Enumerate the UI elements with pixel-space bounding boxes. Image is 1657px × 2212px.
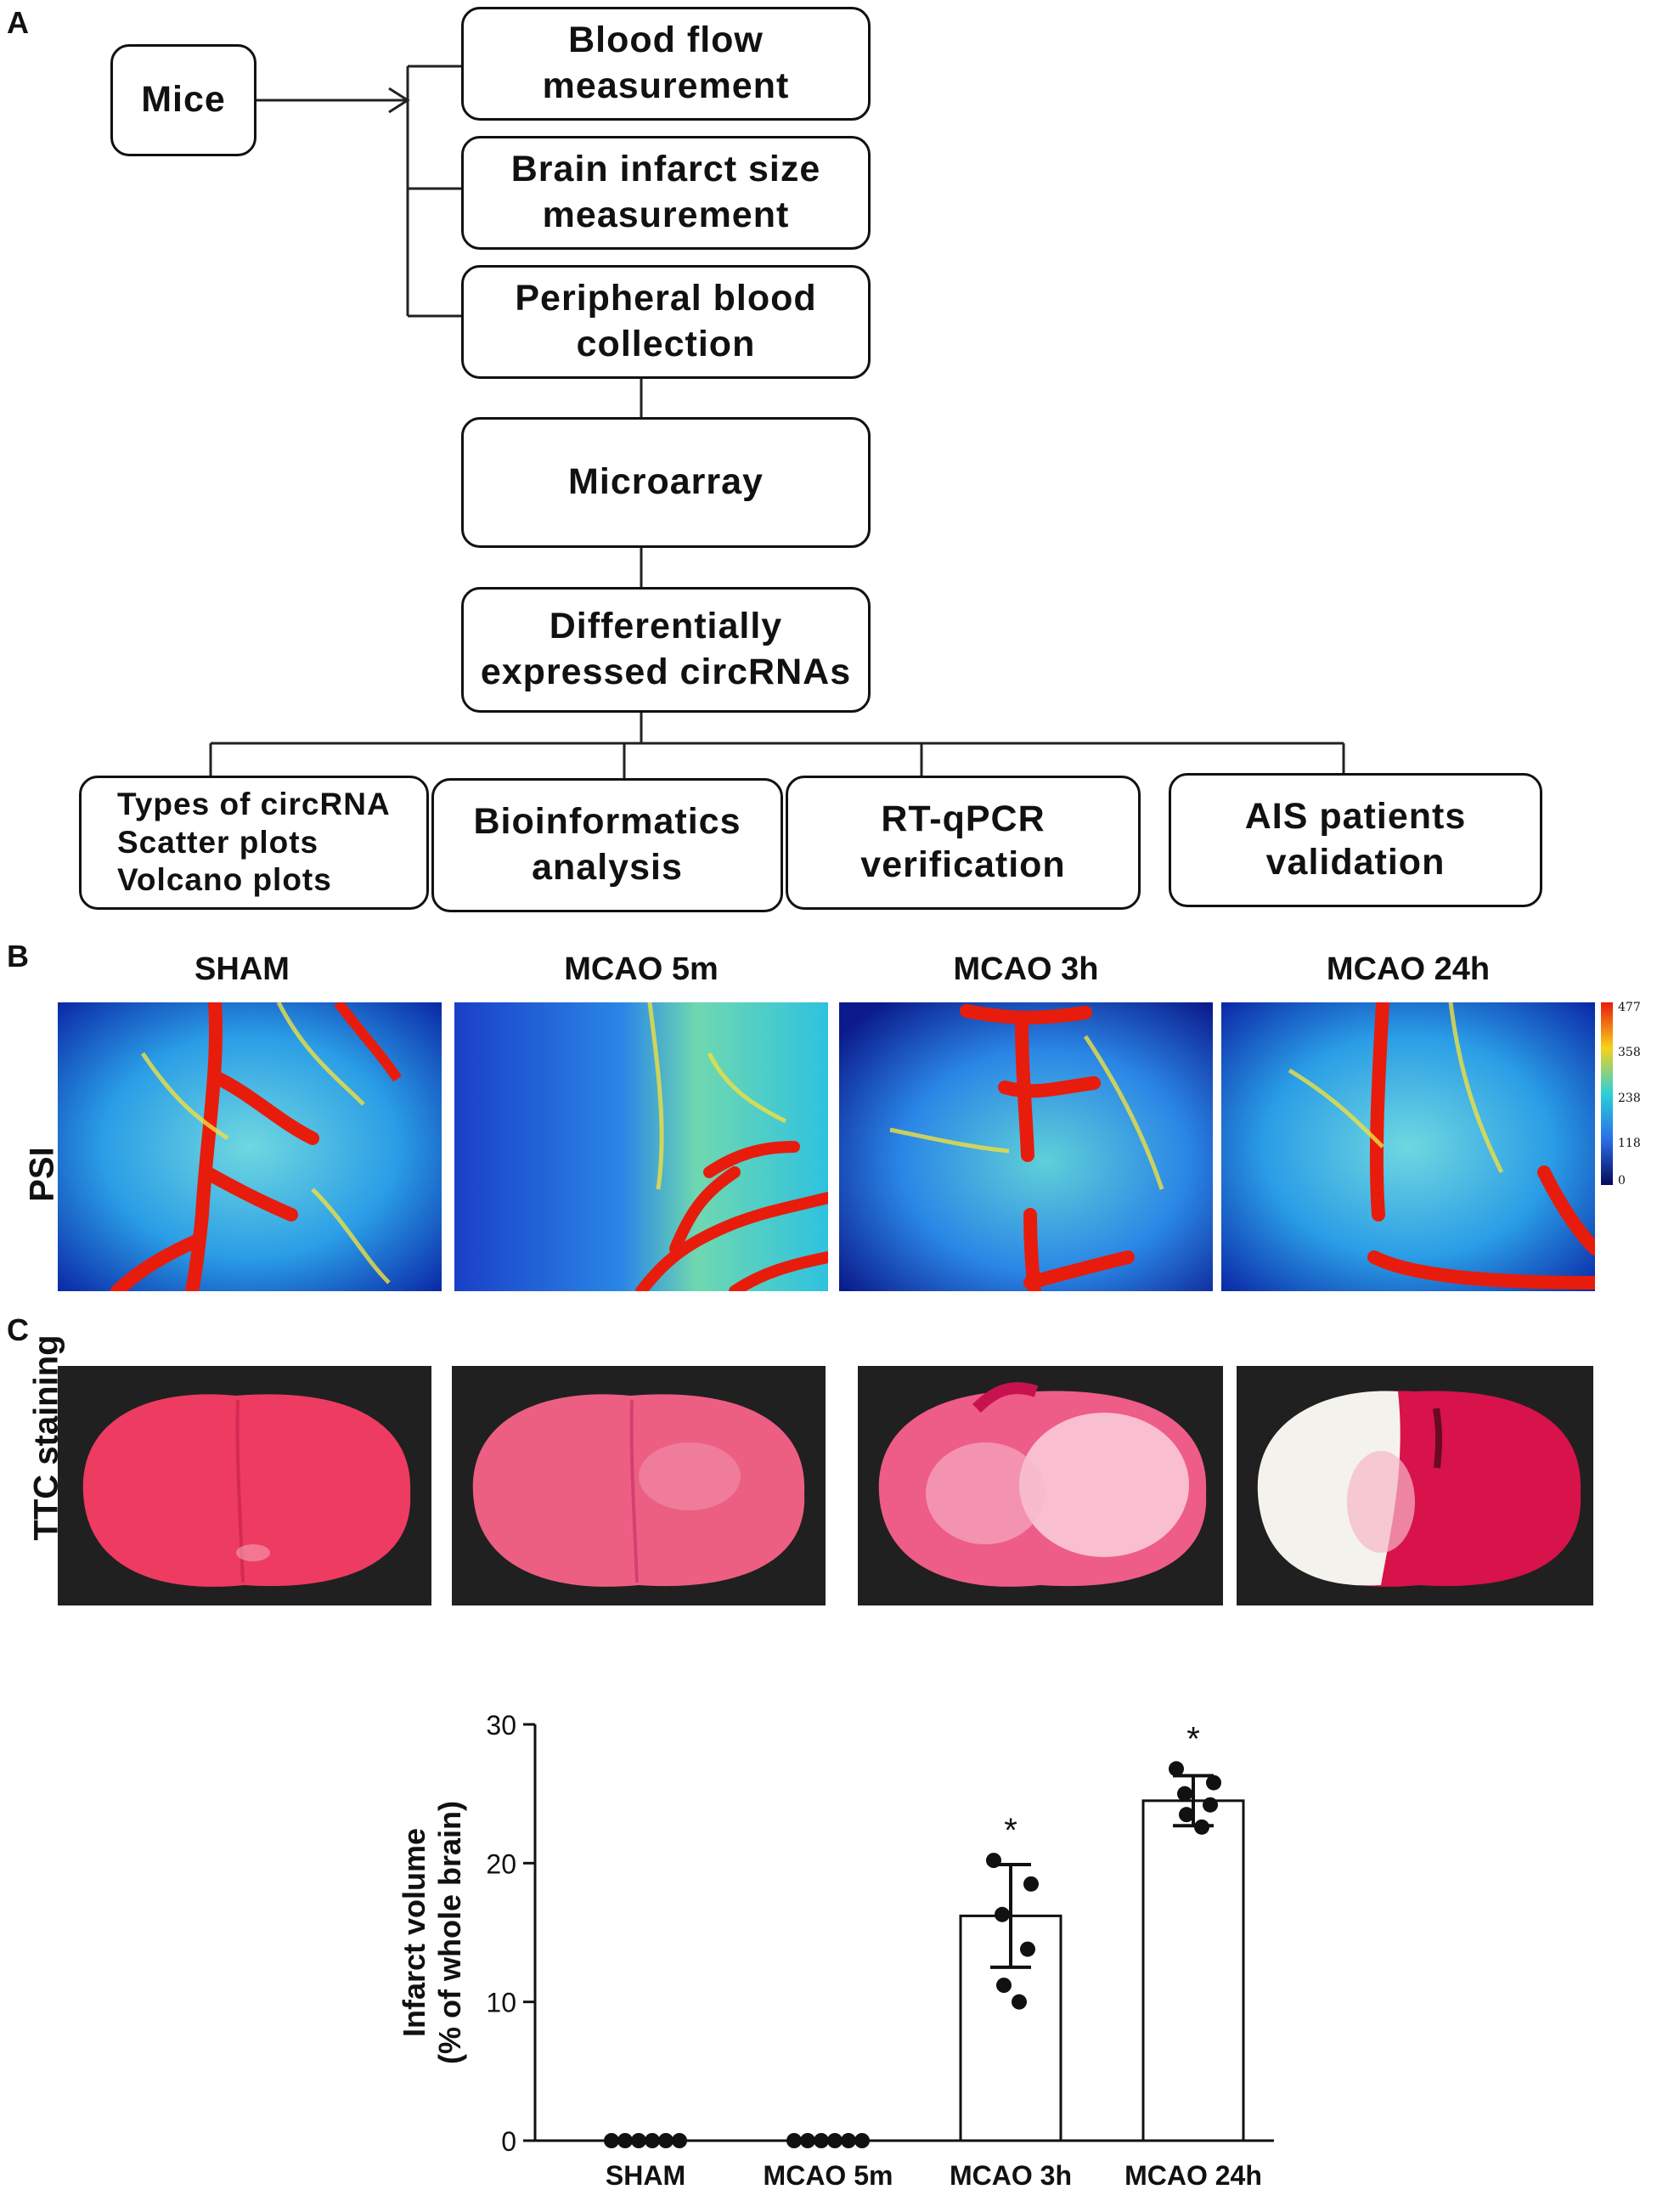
psi-colorbar-tick: 358	[1618, 1046, 1641, 1059]
psi-column-label: MCAO 5m	[564, 951, 719, 987]
data-point	[645, 2133, 660, 2148]
x-tick-label: MCAO 5m	[764, 2160, 893, 2191]
box-mice: Mice	[110, 44, 256, 156]
ttc-image-sham	[58, 1366, 431, 1605]
significance-marker: *	[1186, 1720, 1200, 1758]
data-point	[814, 2133, 829, 2148]
data-point	[786, 2133, 802, 2148]
psi-image-mcao-3h	[839, 1002, 1213, 1291]
data-point	[841, 2133, 856, 2148]
x-tick-label: MCAO 24h	[1124, 2160, 1262, 2191]
data-point	[1177, 1786, 1192, 1802]
y-axis-label: (% of whole brain)	[432, 1801, 467, 2064]
box-rt-qpcr: RT-qPCR verification	[786, 776, 1141, 910]
y-tick-label: 30	[486, 1710, 516, 1741]
data-point	[996, 1978, 1012, 1994]
data-point	[1169, 1761, 1184, 1777]
x-tick-label: SHAM	[606, 2160, 685, 2191]
box-microarray: Microarray	[461, 417, 871, 548]
psi-image-mcao-5m	[454, 1002, 828, 1291]
data-point	[631, 2133, 646, 2148]
ttc-image-mcao-24h	[1237, 1366, 1593, 1605]
ttc-image-mcao-5m	[452, 1366, 826, 1605]
y-axis-label: Infarct volume	[397, 1828, 431, 2037]
psi-colorbar-tick: 0	[1618, 1174, 1626, 1188]
significance-marker: *	[1004, 1812, 1017, 1849]
data-point	[1206, 1775, 1221, 1791]
data-point	[827, 2133, 843, 2148]
data-point	[1020, 1941, 1035, 1957]
psi-column-label: MCAO 24h	[1326, 951, 1491, 987]
panel-label-a: A	[7, 5, 29, 40]
data-point	[854, 2133, 870, 2148]
data-point	[986, 1853, 1001, 1869]
data-point	[1012, 1994, 1027, 2010]
box-blood-flow-measurement: Blood flow measurement	[461, 7, 871, 121]
panel-label-b: B	[7, 939, 29, 973]
y-tick-label: 20	[486, 1848, 516, 1879]
ttc-image-mcao-3h	[858, 1366, 1223, 1605]
psi-image-sham	[58, 1002, 442, 1291]
psi-colorbar-tick: 477	[1618, 1001, 1641, 1014]
data-point	[800, 2133, 815, 2148]
box-brain-infarct-size: Brain infarct size measurement	[461, 136, 871, 250]
panel-label-c: C	[7, 1312, 29, 1347]
box-peripheral-blood: Peripheral blood collection	[461, 265, 871, 379]
data-point	[604, 2133, 619, 2148]
bar	[1141, 1799, 1245, 2142]
x-tick-label: MCAO 3h	[950, 2160, 1072, 2191]
data-point	[1194, 1819, 1209, 1835]
psi-image-mcao-24h	[1221, 1002, 1595, 1291]
box-bioinformatics: Bioinformatics analysis	[431, 778, 783, 912]
box-types-of-circrna: Types of circRNA Scatter plots Volcano p…	[79, 776, 429, 910]
data-point	[1023, 1876, 1039, 1892]
psi-column-label: MCAO 3h	[953, 951, 1099, 987]
data-point	[1203, 1797, 1218, 1813]
box-ais-patients: AIS patients validation	[1169, 773, 1542, 907]
data-point	[617, 2133, 633, 2148]
y-tick-label: 0	[501, 2126, 516, 2157]
psi-colorbar-tick: 118	[1618, 1137, 1641, 1150]
data-point	[995, 1906, 1010, 1922]
flowchart-connectors	[209, 65, 1345, 780]
y-tick-label: 10	[486, 1988, 516, 2018]
data-point	[1179, 1807, 1194, 1823]
data-point	[672, 2133, 687, 2148]
psi-colorbar	[1601, 1002, 1613, 1185]
box-differentially-expressed: Differentially expressed circRNAs	[461, 587, 871, 713]
psi-colorbar-tick: 238	[1618, 1092, 1641, 1105]
data-point	[658, 2133, 674, 2148]
psi-column-label: SHAM	[194, 951, 290, 987]
